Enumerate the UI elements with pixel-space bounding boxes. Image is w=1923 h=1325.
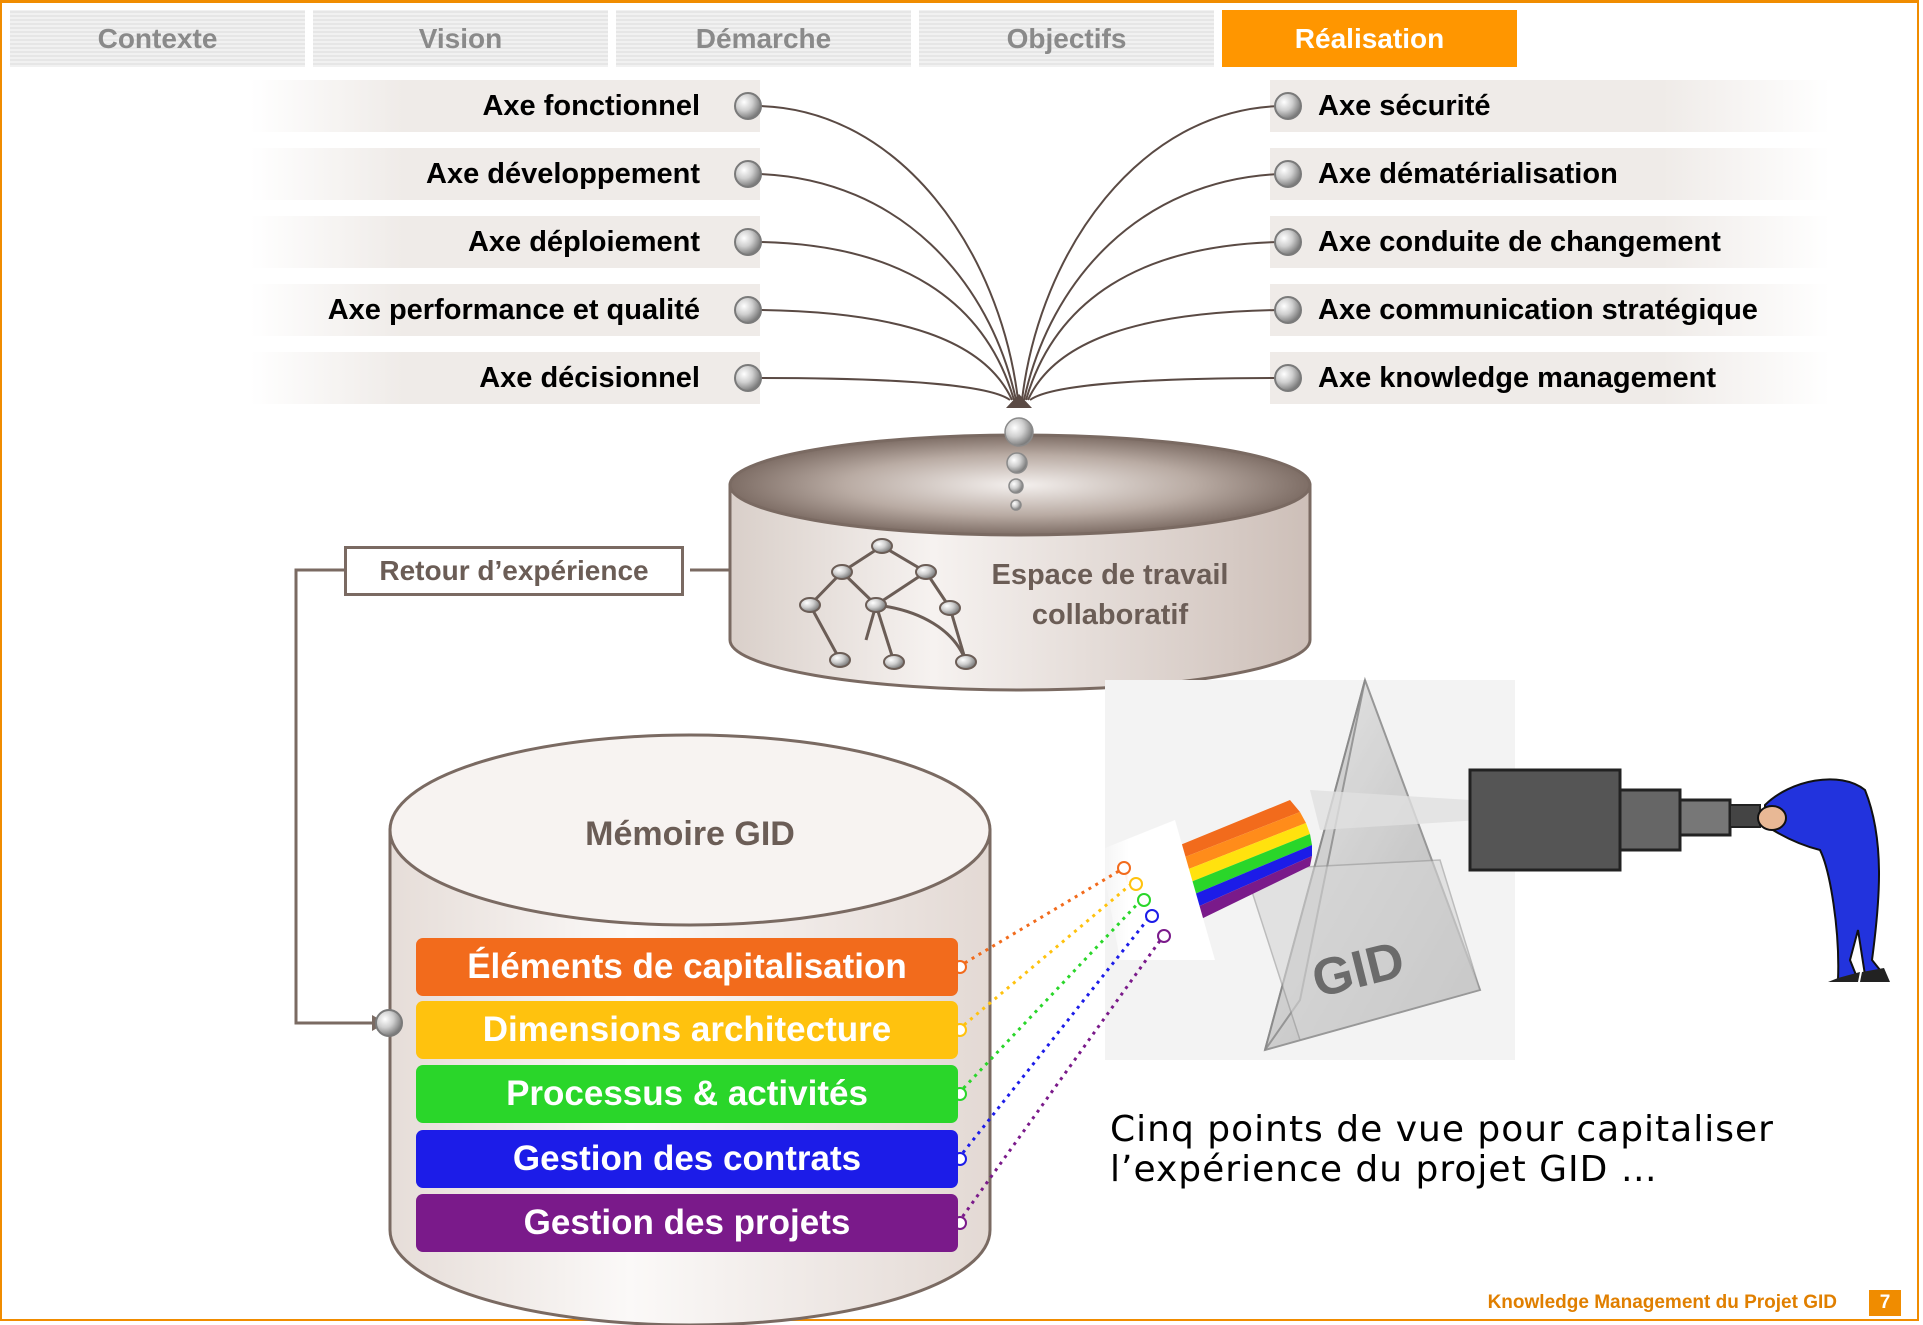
telescope-icon <box>1468 768 1761 872</box>
axis-decisionnel: Axe décisionnel <box>250 352 760 404</box>
memory-input-node <box>375 1009 403 1037</box>
axis-nodes <box>734 92 1302 392</box>
tab-demarche[interactable]: Démarche <box>616 10 911 67</box>
memory-item-capitalisation: Éléments de capitalisation <box>416 938 958 996</box>
memory-item-architecture: Dimensions architecture <box>416 1001 958 1059</box>
network-nodes <box>799 538 977 670</box>
memory-item-projets: Gestion des projets <box>416 1194 958 1252</box>
tab-contexte[interactable]: Contexte <box>10 10 305 67</box>
workspace-cylinder <box>728 433 1312 692</box>
color-links <box>956 866 1166 1224</box>
color-link-nodes <box>953 861 1171 1230</box>
axis-links <box>759 105 1281 401</box>
tab-objectifs[interactable]: Objectifs <box>919 10 1214 67</box>
footer-title: Knowledge Management du Projet GID <box>1487 1292 1837 1313</box>
rainbow-beam <box>1100 800 1312 960</box>
feedback-loop <box>294 568 730 1025</box>
caption-line-1: Cinq points de vue pour capitaliser <box>1110 1109 1774 1150</box>
axis-performance: Axe performance et qualité <box>250 284 760 336</box>
caption-line-2: l’expérience du projet GID … <box>1110 1149 1658 1190</box>
tab-realisation[interactable]: Réalisation <box>1222 10 1517 67</box>
axis-securite: Axe sécurité <box>1270 80 1830 132</box>
axis-developpement: Axe développement <box>250 148 760 200</box>
memory-item-processus: Processus & activités <box>416 1065 958 1123</box>
memory-title: Mémoire GID <box>585 815 795 853</box>
tab-vision[interactable]: Vision <box>313 10 608 67</box>
axis-dematerialisation: Axe dématérialisation <box>1270 148 1830 200</box>
memory-item-contrats: Gestion des contrats <box>416 1130 958 1188</box>
tab-bar: Contexte Vision Démarche Objectifs Réali… <box>10 10 1517 67</box>
person-icon <box>1757 778 1890 982</box>
workspace-label: Espace de travail collaboratif <box>991 559 1229 631</box>
axis-communication: Axe communication stratégique <box>1270 284 1830 336</box>
prism-icon <box>1105 676 1515 1060</box>
caption: Cinq points de vue pour capitaliser l’ex… <box>1110 1110 1774 1190</box>
axis-deploiement: Axe déploiement <box>250 216 760 268</box>
link-arrowhead <box>1006 394 1032 408</box>
page-number: 7 <box>1869 1290 1901 1316</box>
axis-conduite-changement: Axe conduite de changement <box>1270 216 1830 268</box>
workspace-bubbles <box>1004 417 1034 511</box>
axis-fonctionnel: Axe fonctionnel <box>250 80 760 132</box>
axis-knowledge: Axe knowledge management <box>1270 352 1830 404</box>
feedback-label: Retour d’expérience <box>344 546 684 596</box>
